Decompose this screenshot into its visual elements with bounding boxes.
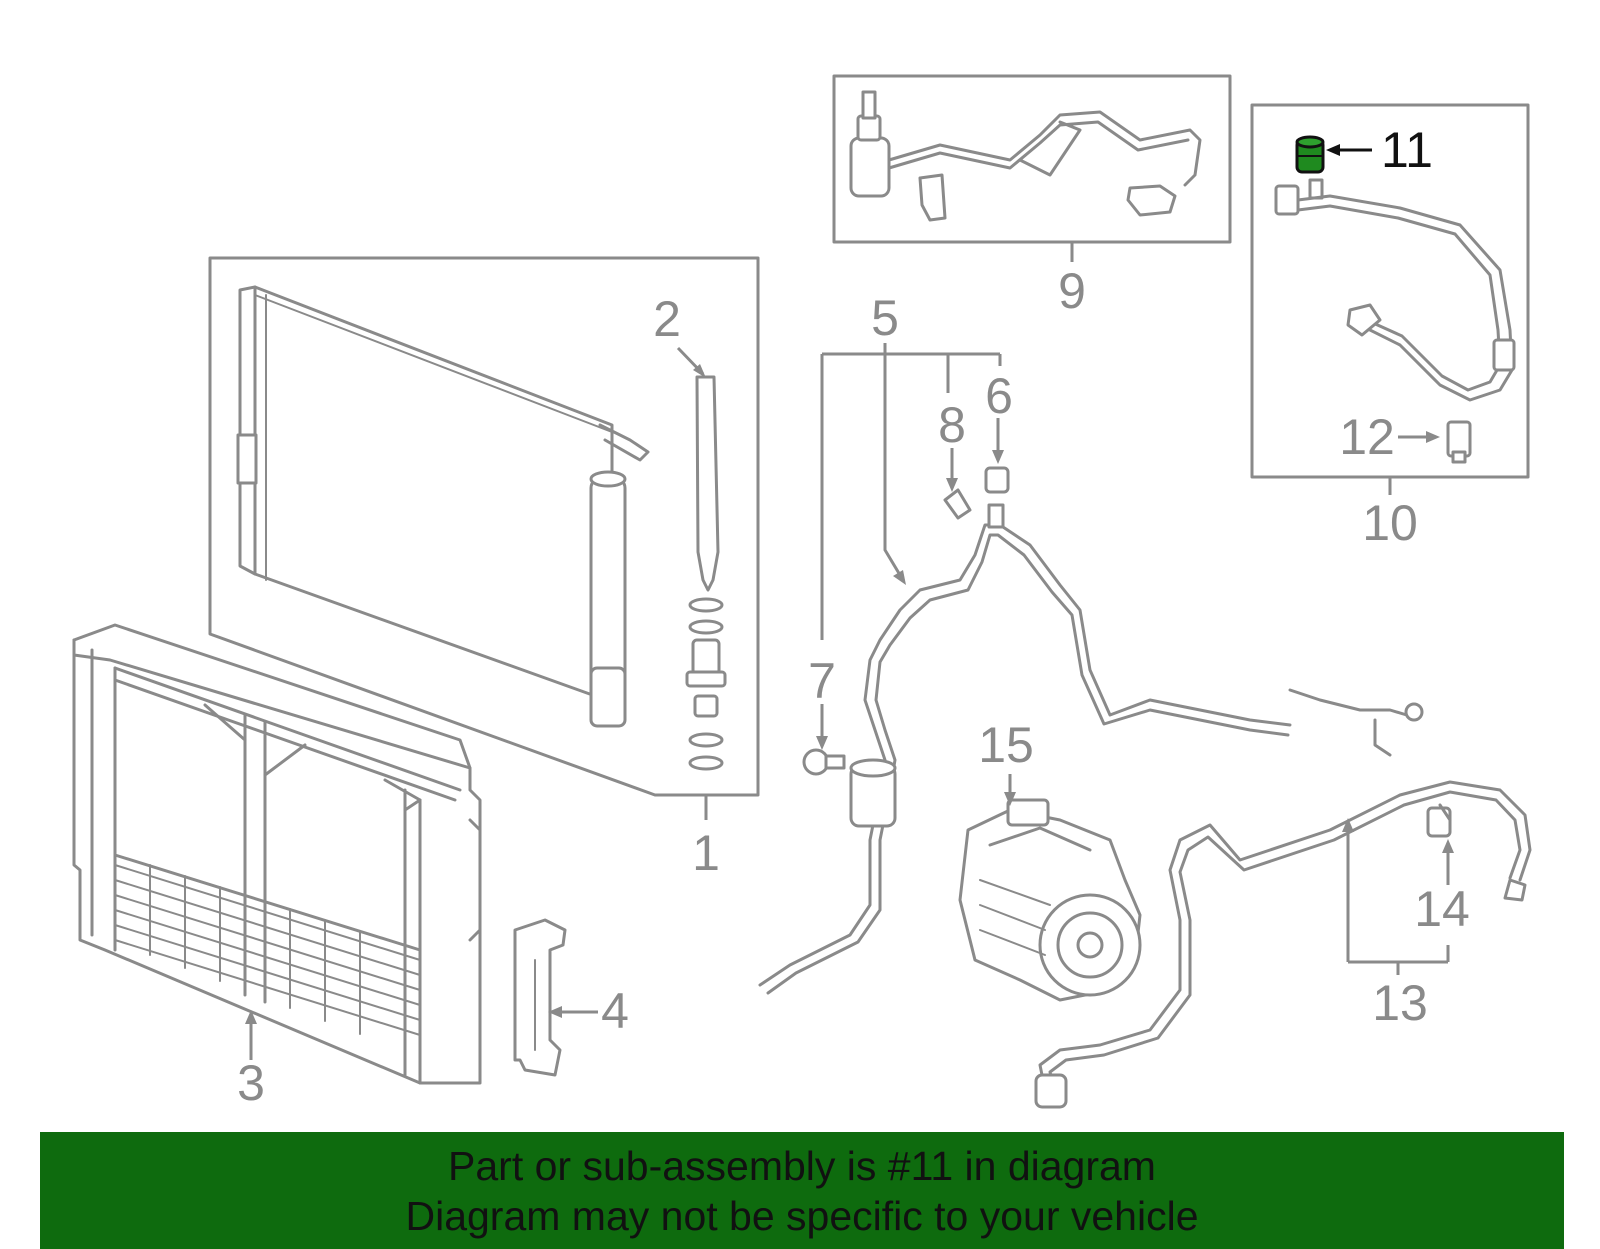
callout-4: 4 [601,983,629,1039]
radiator-support [72,623,482,1085]
callout-2: 2 [653,291,681,347]
callout-10: 10 [1362,495,1418,551]
callout-6: 6 [985,368,1013,424]
line-assembly-5 [758,466,1424,995]
banner-line-1: Part or sub-assembly is #11 in diagram [448,1142,1156,1189]
compressor [958,798,1142,1002]
callout-14: 14 [1414,881,1470,937]
callout-7: 7 [808,653,836,709]
callout-labels: 1 2 3 4 5 6 7 8 9 10 11 12 13 14 15 [237,122,1470,1111]
callout-8: 8 [938,397,966,453]
callout-5: 5 [871,290,899,346]
banner-line-2: Diagram may not be specific to your vehi… [405,1192,1199,1239]
callout-3: 3 [237,1055,265,1111]
info-banner: Part or sub-assembly is #11 in diagram D… [40,1132,1564,1249]
part-11-cap-highlight [1295,135,1325,174]
desiccant-filter [685,375,727,771]
condenser-assembly [208,256,760,797]
callout-11: 11 [1381,122,1433,178]
line-assembly-9 [832,74,1232,244]
bracket [513,918,567,1077]
callout-9: 9 [1058,263,1086,319]
callout-1: 1 [692,825,720,881]
leader-lines [245,144,1454,1060]
callout-13: 13 [1372,975,1428,1031]
line-assembly-13 [1034,780,1532,1109]
callout-12: 12 [1339,409,1395,465]
callout-15: 15 [978,717,1034,773]
